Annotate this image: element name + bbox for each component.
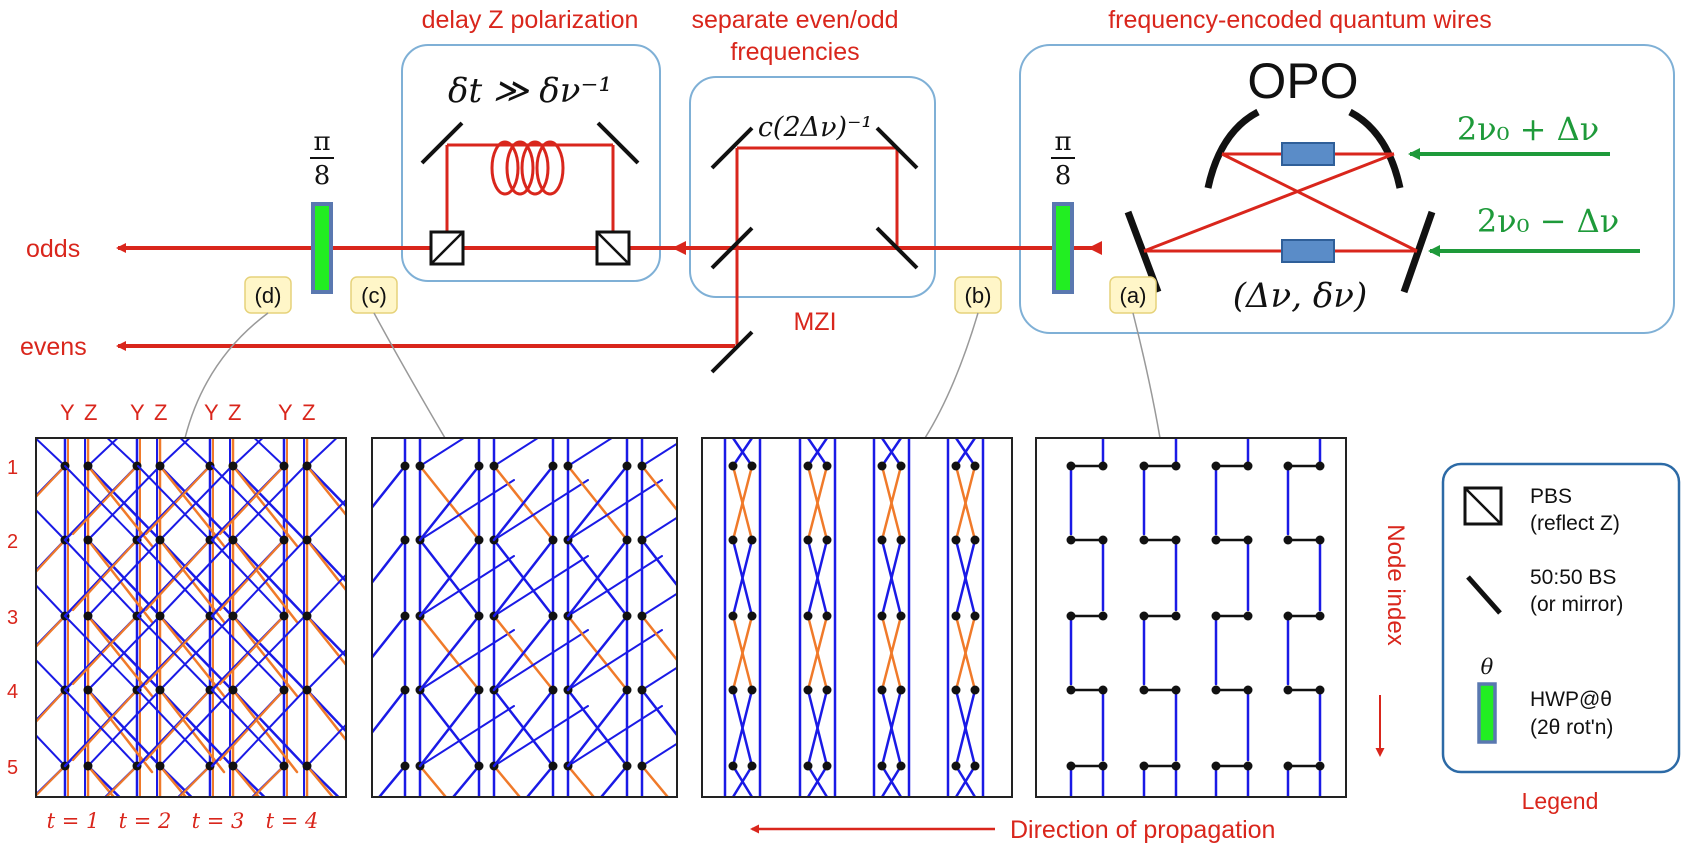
tag-connectors [184,312,1161,439]
legend-hwp-symbol [1477,682,1497,744]
time-labels: t = 1 t = 2 t = 3 t = 4 [47,809,319,833]
svg-text:(reflect Z): (reflect Z) [1530,512,1620,535]
delay-loop: δt ≫ δν⁻¹ [420,71,640,266]
crystal-bottom [1281,239,1335,263]
pump-bottom-label: 2ν₀ − Δν [1477,202,1619,240]
evens-label: evens [20,333,87,361]
optical-setup: delay Z polarization separate even/odd f… [20,6,1675,439]
svg-text:π: π [1054,127,1071,157]
svg-text:(b): (b) [965,283,992,308]
beam-arrowhead-opo [1088,241,1102,255]
label-a: (a) [1109,276,1157,314]
panel-c [371,437,678,798]
opo-mirror-right-flat [1400,210,1436,294]
svg-text:HWP@θ: HWP@θ [1530,688,1612,711]
svg-text:t = 4: t = 4 [266,809,319,833]
mzi-mirror-tl [710,126,754,170]
svg-text:8: 8 [314,161,331,191]
svg-text:Y: Y [130,400,145,425]
delay-box [401,44,661,282]
svg-text:(2θ rot'n): (2θ rot'n) [1530,716,1613,739]
crystal-top [1281,142,1335,166]
panel-a [1035,437,1347,798]
mzi: c(2Δν)⁻¹ MZI [710,112,919,374]
heading-quantum-wires: frequency-encoded quantum wires [1108,6,1492,34]
svg-text:t = 3: t = 3 [192,809,245,833]
legend-pbs-symbol [1463,486,1503,526]
opo: OPO 2ν₀ + Δν 2ν₀ − Δν (Δν, δν) [1124,53,1640,316]
svg-text:4: 4 [7,681,18,703]
hwp-left: π 8 [310,127,334,294]
beam-arrowhead-mzi [672,241,686,255]
delay-mirror-left [420,121,464,165]
opo-params: (Δν, δν) [1233,276,1368,316]
label-b: (b) [954,276,1002,314]
evens-mirror [710,330,754,374]
hwp-right: π 8 [1051,127,1075,294]
fiber-coil [490,140,565,196]
svg-text:Y: Y [204,400,219,425]
opo-box [1019,44,1675,334]
svg-text:t = 2: t = 2 [119,809,172,833]
svg-text:50:50 BS: 50:50 BS [1530,566,1616,589]
svg-text:θ: θ [1481,655,1494,679]
pump-top-label: 2ν₀ + Δν [1457,110,1599,148]
svg-text:1: 1 [7,457,18,479]
mzi-box [689,76,936,298]
direction-label: Direction of propagation [1010,816,1275,844]
svg-text:π: π [313,127,330,157]
label-c: (c) [350,276,398,314]
odds-label: odds [26,235,80,263]
svg-text:2: 2 [7,531,18,553]
wire-panels [35,437,1347,798]
delay-formula: δt ≫ δν⁻¹ [448,71,612,111]
svg-text:(or mirror): (or mirror) [1530,593,1623,616]
heading-separate-2: frequencies [730,38,859,66]
svg-text:(d): (d) [255,283,282,308]
svg-text:Z: Z [302,400,315,425]
svg-text:(a): (a) [1120,283,1147,308]
legend-bs-symbol [1466,575,1502,615]
legend-title: Legend [1522,788,1599,814]
panel-d [35,437,347,798]
mzi-bs-right [875,226,919,270]
panel-b [701,437,1013,798]
svg-text:3: 3 [7,607,18,629]
label-d: (d) [244,276,292,314]
node-index-label: Node index [1382,524,1409,645]
legend: PBS (reflect Z) 50:50 BS (or mirror) θ H… [1441,462,1681,814]
opo-label: OPO [1247,53,1358,109]
pbs-right [595,230,631,266]
opo-mirror-right-curved [1348,108,1404,189]
svg-text:8: 8 [1055,161,1072,191]
pbs-left [429,230,465,266]
mzi-mirror-tr [875,126,919,170]
svg-text:t = 1: t = 1 [47,809,100,833]
heading-separate-1: separate even/odd [691,6,898,34]
svg-text:Z: Z [228,400,241,425]
heading-delay: delay Z polarization [422,6,639,34]
opo-mirror-left-curved [1204,108,1260,189]
svg-text:PBS: PBS [1530,485,1572,508]
svg-text:5: 5 [7,757,18,779]
delay-mirror-right [596,121,640,165]
svg-text:Y: Y [60,400,75,425]
svg-text:(c): (c) [361,283,387,308]
mzi-formula: c(2Δν)⁻¹ [758,112,872,143]
mzi-label: MZI [793,308,836,336]
svg-text:Z: Z [154,400,167,425]
row-labels: 1 2 3 4 5 [7,457,18,779]
svg-text:Z: Z [84,400,97,425]
svg-text:Y: Y [278,400,293,425]
mzi-bs-left [710,226,754,270]
legend-box [1441,462,1681,774]
